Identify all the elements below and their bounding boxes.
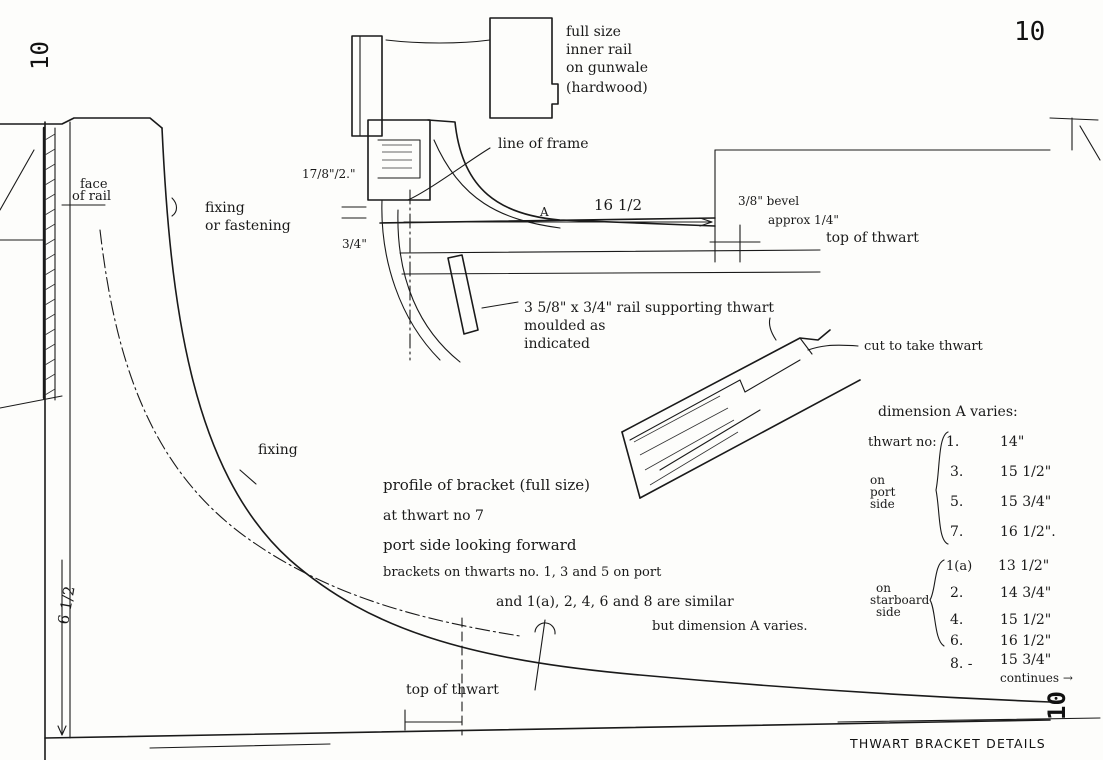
dimension-table: dimension A varies: thwart no: on port s… — [868, 404, 1056, 672]
approx-label: approx 1/4" — [768, 213, 839, 227]
note-line: brackets on thwarts no. 1, 3 and 5 on po… — [383, 565, 662, 580]
cut-to-take-label: cut to take thwart — [864, 339, 984, 354]
note-line: but dimension A varies. — [652, 619, 808, 634]
edge-scribble — [1049, 117, 1101, 161]
fixing-label: fixing — [258, 442, 298, 458]
line-of-frame-label: line of frame — [498, 136, 589, 152]
rail-face-hatch — [0, 126, 63, 409]
note-line: at thwart no 7 — [383, 508, 484, 524]
starboard-label: starboard — [870, 593, 930, 607]
starboard-row-value: 15 1/2" — [1000, 612, 1051, 628]
fixing-or-fastening-label-2: or fastening — [205, 218, 291, 234]
section-detail — [341, 35, 1051, 363]
port-row-no: 5. — [950, 494, 963, 510]
rail-support-label-1: 3 5/8" x 3/4" rail supporting thwart — [524, 300, 774, 316]
notes-block: profile of bracket (full size) at thwart… — [383, 476, 808, 634]
starboard-row-no: 2. — [950, 585, 963, 601]
starboard-row-value: 14 3/4" — [1000, 585, 1051, 601]
page-number: 10 — [1014, 17, 1045, 47]
starboard-row-no: 6. — [950, 633, 963, 649]
dim-3-4-label: 3/4" — [342, 237, 367, 251]
rail-support-label-2: moulded as — [524, 318, 605, 334]
inner-rail-label-2: inner rail — [566, 42, 632, 58]
port-brace — [935, 431, 949, 545]
inner-rail-label-3: on gunwale — [566, 60, 648, 76]
bottom-page-number: 10 — [1043, 691, 1071, 720]
port-label: side — [870, 497, 895, 511]
port-row-no: 7. — [950, 524, 963, 540]
side-page-number: 10 — [26, 41, 54, 70]
title-rule — [837, 717, 1101, 723]
inner-rail-label-4: (hardwood) — [566, 80, 648, 96]
port-row-value: 15 1/2" — [1000, 464, 1051, 480]
inner-rail-label-1: full size — [566, 24, 621, 40]
starboard-row-value: 16 1/2" — [1000, 633, 1051, 649]
rail-support-pointer — [481, 301, 519, 309]
starboard-brace — [929, 559, 945, 647]
dim-16-half-label: 16 1/2 — [594, 196, 642, 214]
rail-support-label-3: indicated — [524, 336, 590, 352]
top-of-thwart-lower-label: top of thwart — [406, 682, 499, 698]
port-row-value: 14" — [1000, 434, 1024, 450]
note-line: and 1(a), 2, 4, 6 and 8 are similar — [496, 594, 734, 610]
starboard-row-value: 15 3/4" — [1000, 652, 1051, 668]
top-of-thwart-upper-label: top of thwart — [826, 230, 919, 246]
dim-17-8-label: 17/8"/2." — [302, 167, 355, 181]
face-of-rail-label-1: face — [80, 177, 108, 192]
continues-label: continues → — [1000, 671, 1073, 685]
starboard-row-no: 1(a) — [946, 559, 972, 574]
dimension-table-heading: dimension A varies: — [878, 404, 1018, 420]
inner-rail-full-size — [489, 17, 559, 119]
fixing-or-fastening-label-1: fixing — [205, 200, 245, 216]
note-line: profile of bracket (full size) — [383, 476, 590, 494]
port-row-value: 16 1/2". — [1000, 524, 1056, 540]
note-line: port side looking forward — [383, 536, 577, 554]
thwart-cut-detail — [621, 317, 861, 499]
starboard-row-no: 4. — [950, 612, 963, 628]
starboard-label: side — [876, 605, 901, 619]
bevel-label: 3/8" bevel — [738, 194, 799, 208]
port-row-value: 15 3/4" — [1000, 494, 1051, 510]
port-label: on — [870, 473, 885, 487]
bracket-profile — [0, 117, 1051, 760]
thwart-no-label: thwart no: — [868, 435, 937, 450]
port-row-no: 1. — [946, 434, 959, 450]
port-label: port — [870, 485, 896, 499]
starboard-label: on — [876, 581, 891, 595]
drawing-title: THWART BRACKET DETAILS — [849, 736, 1046, 751]
starboard-row-value: 13 1/2" — [998, 558, 1049, 574]
starboard-row-no: 8. - — [950, 656, 973, 672]
six-half-label: 6 1/2 — [54, 585, 78, 626]
face-of-rail-label-2: of rail — [72, 189, 111, 204]
port-row-no: 3. — [950, 464, 963, 480]
point-a-label: A — [539, 205, 549, 219]
